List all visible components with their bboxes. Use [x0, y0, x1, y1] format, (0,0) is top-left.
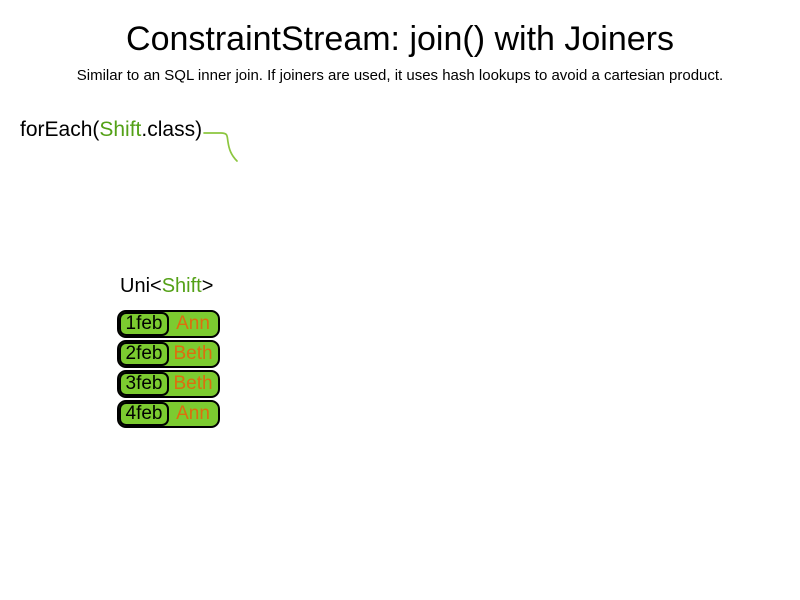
shift-table: 1feb Ann 2feb Beth 3feb Beth 4feb Ann — [117, 310, 220, 430]
table-row: 3feb Beth — [117, 370, 220, 398]
shift-employee-cell: Beth — [173, 343, 213, 364]
slide-subtitle: Similar to an SQL inner join. If joiners… — [76, 67, 724, 84]
uni-label-suffix: > — [201, 275, 214, 297]
shift-date-cell: 1feb — [119, 312, 169, 336]
uni-label-shift-highlight: Shift — [161, 275, 202, 297]
uni-shift-stream-label: Uni<Shift> — [120, 275, 213, 298]
foreach-code-line: forEach(Shift.class) — [20, 118, 202, 142]
foreach-shift-class-highlight: Shift — [99, 118, 142, 141]
table-row: 4feb Ann — [117, 400, 220, 428]
shift-date-cell: 4feb — [119, 402, 169, 426]
foreach-prefix: forEach( — [20, 118, 100, 141]
foreach-to-stream-connector — [203, 132, 238, 162]
table-row: 1feb Ann — [117, 310, 220, 338]
shift-employee-cell: Ann — [176, 313, 210, 334]
foreach-suffix: .class) — [141, 118, 203, 141]
shift-date-cell: 3feb — [119, 372, 169, 396]
table-row: 2feb Beth — [117, 340, 220, 368]
slide-title: ConstraintStream: join() with Joiners — [126, 20, 674, 58]
shift-employee-cell: Beth — [173, 373, 213, 394]
uni-label-prefix: Uni< — [120, 275, 162, 297]
shift-date-cell: 2feb — [119, 342, 169, 366]
shift-employee-cell: Ann — [176, 403, 210, 424]
